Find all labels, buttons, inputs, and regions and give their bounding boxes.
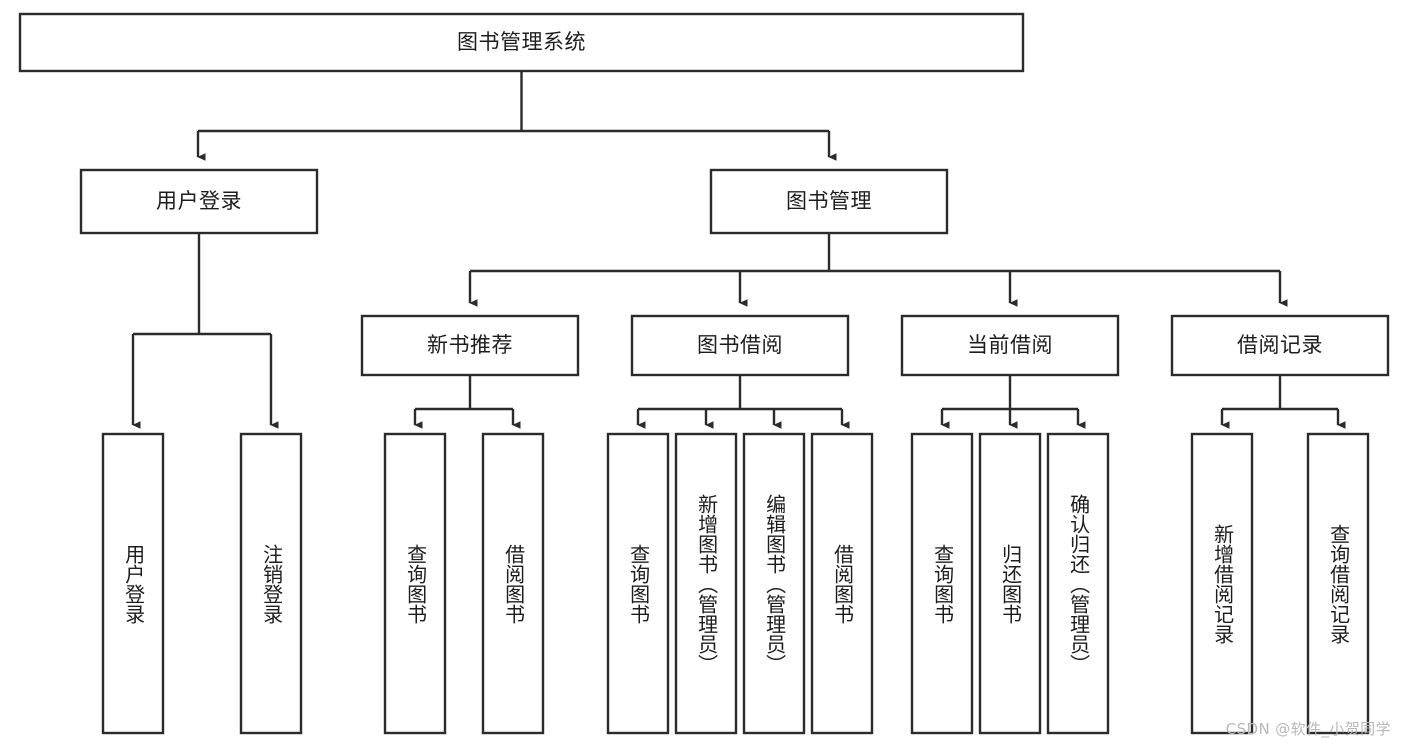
node-leaf-borrow-books-2-box[interactable] [810,432,874,735]
node-leaf-query-books-3-box[interactable] [910,432,974,735]
node-new-book-recommend-box[interactable] [360,314,580,377]
node-leaf-user-login-box[interactable] [101,432,165,735]
node-leaf-user-logout-box[interactable] [239,432,303,735]
node-leaf-return-book-box[interactable] [978,432,1042,735]
node-leaf-query-books-1-box[interactable] [383,432,447,735]
node-leaf-add-book-box[interactable] [674,432,738,735]
node-leaf-confirm-return-box[interactable] [1046,432,1110,735]
node-root-box[interactable] [18,12,1025,73]
node-borrow-record-box[interactable] [1170,314,1390,377]
node-book-borrow-box[interactable] [630,314,850,377]
node-current-borrow-box[interactable] [900,314,1120,377]
node-leaf-borrow-books-1-box[interactable] [481,432,545,735]
node-leaf-query-record-box[interactable] [1306,432,1370,735]
node-leaf-add-record-box[interactable] [1190,432,1254,735]
node-user-login-box[interactable] [79,168,319,235]
node-leaf-edit-book-box[interactable] [742,432,806,735]
node-book-management-box[interactable] [709,168,949,235]
node-leaf-query-books-2-box[interactable] [606,432,670,735]
